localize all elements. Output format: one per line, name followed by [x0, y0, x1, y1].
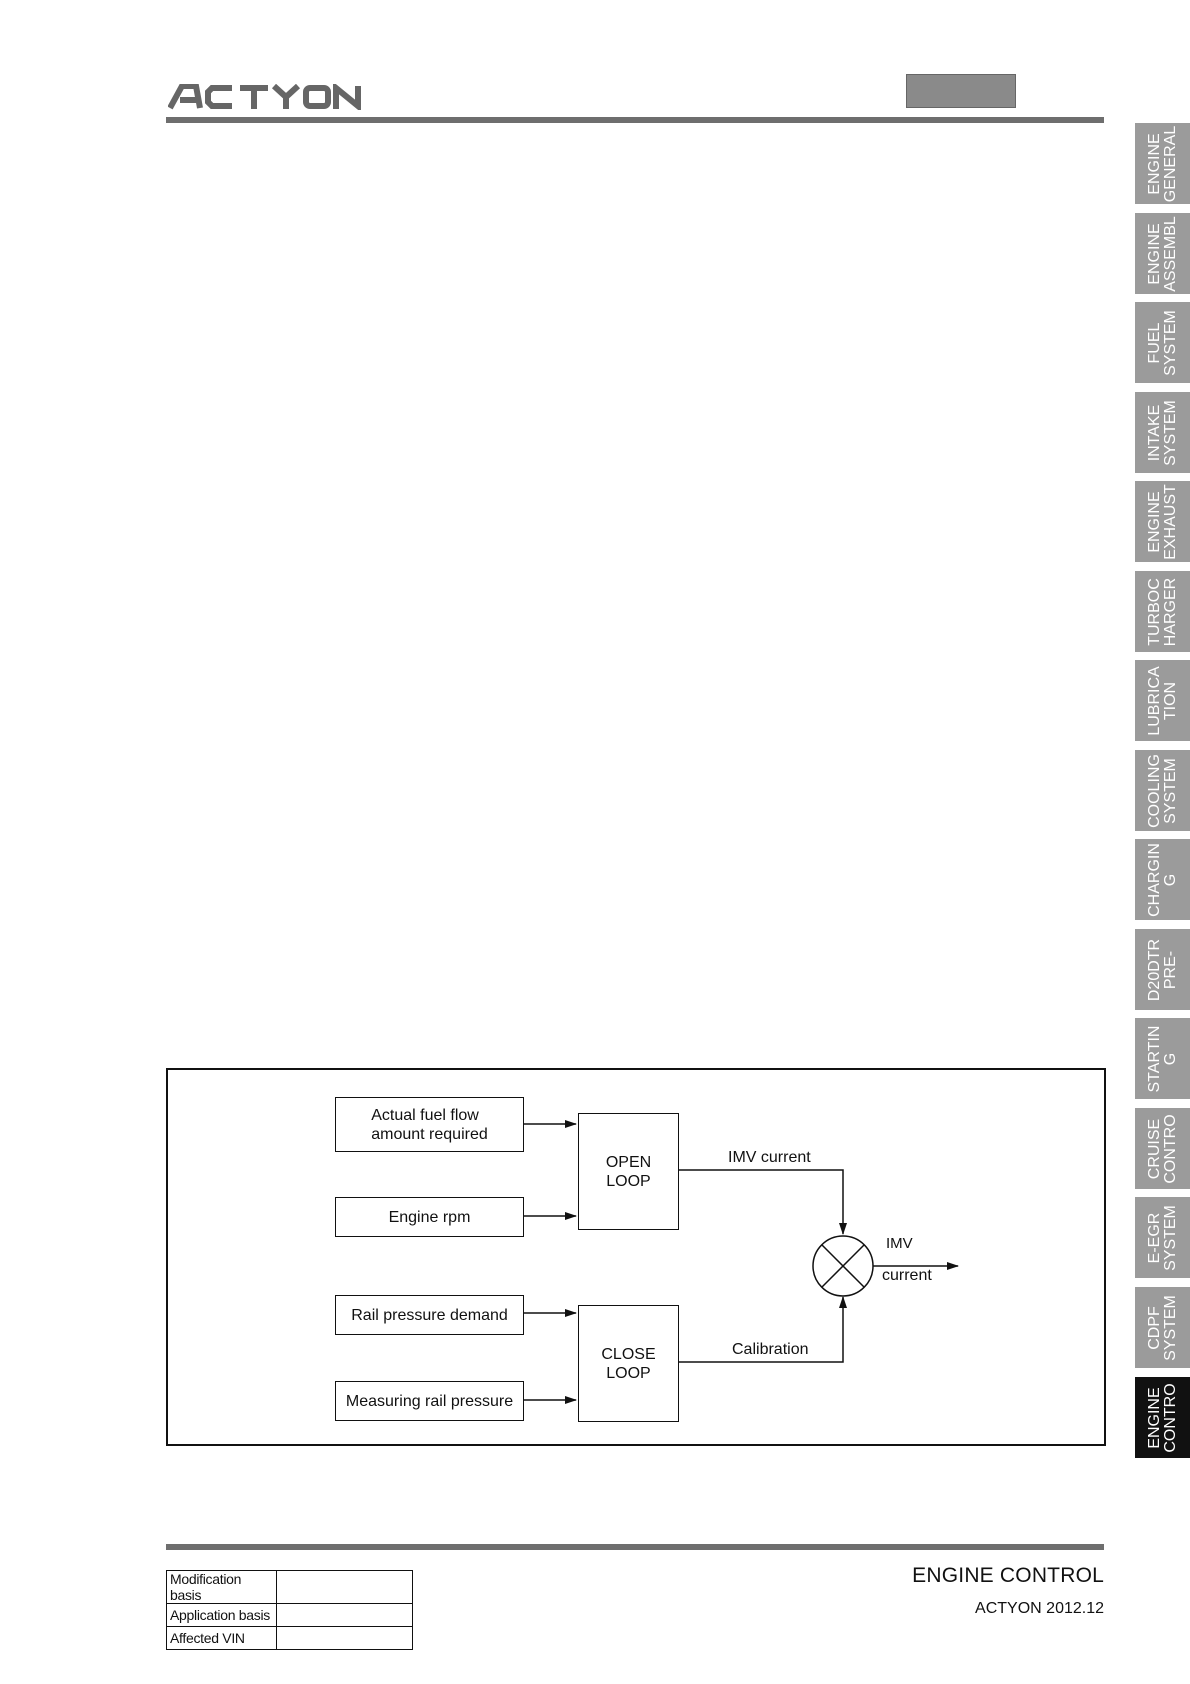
modification-basis-label: Modification basis	[166, 1570, 277, 1604]
tab-label: ENGINE GENERAL	[1145, 125, 1179, 202]
imv-control-diagram: Actual fuel flow amount required Engine …	[166, 1068, 1106, 1446]
tab-d20dtr-pre[interactable]: D20DTR PRE-	[1135, 929, 1190, 1010]
table-row: Affected VIN	[166, 1626, 413, 1650]
footer-model-date: ACTYON 2012.12	[975, 1600, 1104, 1617]
tab-label: COOLING SYSTEM	[1145, 753, 1179, 828]
footer-section-title: ENGINE CONTROL	[912, 1564, 1104, 1587]
arrow-calibration	[678, 1296, 847, 1363]
input-label-fuel-flow: Actual fuel flow amount required	[371, 1106, 488, 1143]
affected-vin-label: Affected VIN	[166, 1626, 277, 1650]
tab-fuel-system[interactable]: FUEL SYSTEM	[1135, 302, 1190, 383]
tab-label: ENGINE ASSEMBL	[1145, 215, 1179, 292]
tab-label: STARTIN G	[1145, 1025, 1179, 1092]
output-label-current: current	[882, 1267, 932, 1284]
tab-charging[interactable]: CHARGIN G	[1135, 839, 1190, 920]
output-label-imv: IMV	[886, 1235, 913, 1252]
table-row: Application basis	[166, 1603, 413, 1627]
tab-label: ENGINE EXHAUST	[1145, 483, 1179, 560]
tab-e-egr-system[interactable]: E-EGR SYSTEM	[1135, 1197, 1190, 1278]
header-rule	[166, 117, 1104, 123]
tab-lubrication[interactable]: LUBRICA TION	[1135, 660, 1190, 741]
tab-label: CHARGIN G	[1145, 842, 1179, 917]
tab-cruise-control[interactable]: CRUISE CONTRO	[1135, 1108, 1190, 1189]
tab-turbocharger[interactable]: TURBOC HARGER	[1135, 571, 1190, 652]
tab-cdpf-system[interactable]: CDPF SYSTEM	[1135, 1287, 1190, 1368]
imv-current-label: IMV current	[728, 1149, 811, 1166]
tab-cooling-system[interactable]: COOLING SYSTEM	[1135, 750, 1190, 831]
input-box-fuel-flow: Actual fuel flow amount required	[335, 1097, 524, 1152]
tab-label: D20DTR PRE-	[1145, 938, 1179, 1001]
calibration-label: Calibration	[732, 1341, 809, 1358]
input-box-engine-rpm: Engine rpm	[335, 1197, 524, 1237]
affected-vin-value	[276, 1626, 413, 1650]
input-label-engine-rpm: Engine rpm	[388, 1208, 471, 1226]
tab-engine-general[interactable]: ENGINE GENERAL	[1135, 123, 1190, 204]
close-loop-block: CLOSE LOOP	[578, 1305, 679, 1422]
arrow-imv-current	[678, 1169, 847, 1235]
tab-label: E-EGR SYSTEM	[1145, 1204, 1179, 1271]
tab-label: LUBRICA TION	[1145, 665, 1179, 736]
close-loop-label: CLOSE LOOP	[601, 1345, 656, 1382]
tab-engine-control[interactable]: ENGINE CONTRO	[1135, 1377, 1190, 1458]
modification-basis-value	[276, 1570, 413, 1604]
application-basis-value	[276, 1603, 413, 1627]
tab-engine-assembly[interactable]: ENGINE ASSEMBL	[1135, 213, 1190, 294]
tab-label: FUEL SYSTEM	[1145, 309, 1179, 376]
tab-label: CDPF SYSTEM	[1145, 1294, 1179, 1361]
footer-rule	[166, 1544, 1104, 1550]
input-label-rail-measuring: Measuring rail pressure	[345, 1392, 514, 1410]
input-label-rail-demand: Rail pressure demand	[351, 1306, 508, 1324]
header-section-box	[906, 74, 1016, 108]
tab-starting[interactable]: STARTIN G	[1135, 1018, 1190, 1099]
input-box-rail-measuring: Measuring rail pressure	[335, 1381, 524, 1421]
application-basis-label: Application basis	[166, 1603, 277, 1627]
diagram-connectors	[524, 1120, 959, 1404]
open-loop-label: OPEN LOOP	[605, 1153, 652, 1190]
tab-intake-system[interactable]: INTAKE SYSTEM	[1135, 392, 1190, 473]
actyon-logo	[168, 84, 361, 110]
open-loop-block: OPEN LOOP	[578, 1113, 679, 1230]
input-box-rail-demand: Rail pressure demand	[335, 1295, 524, 1335]
revision-table: Modification basis Application basis Aff…	[166, 1570, 413, 1650]
chapter-tabs: ENGINE GENERAL ENGINE ASSEMBL FUEL SYSTE…	[1135, 123, 1190, 1463]
tab-label: CRUISE CONTRO	[1145, 1113, 1179, 1184]
tab-engine-exhaust[interactable]: ENGINE EXHAUST	[1135, 481, 1190, 562]
tab-label: TURBOC HARGER	[1145, 577, 1179, 646]
table-row: Modification basis	[166, 1570, 413, 1604]
tab-label: INTAKE SYSTEM	[1145, 399, 1179, 466]
tab-label: ENGINE CONTRO	[1145, 1382, 1179, 1453]
